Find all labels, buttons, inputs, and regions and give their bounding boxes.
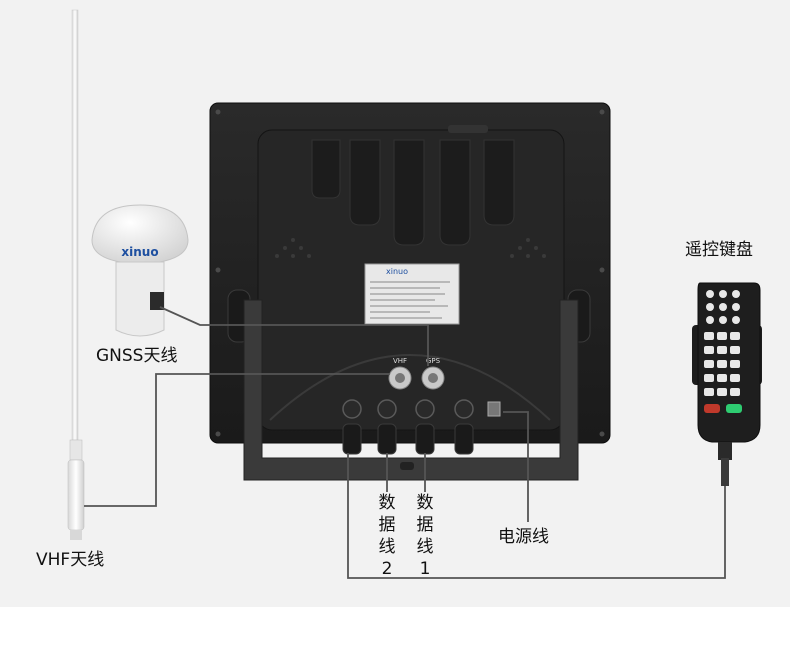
svg-text:VHF: VHF [393, 357, 407, 365]
svg-text:xinuo: xinuo [386, 267, 408, 276]
vhf-antenna [67, 9, 85, 540]
vhf-antenna-label: VHF天线 [36, 550, 105, 570]
power-cable-label: 电源线 [498, 527, 549, 547]
remote-keyboard [692, 282, 762, 486]
gps-port [421, 366, 445, 390]
cable-lines [84, 306, 726, 579]
svg-text:GPS: GPS [426, 357, 441, 365]
product-connection-diagram: xinuo xinuo [0, 0, 790, 607]
gnss-antenna: xinuo [91, 204, 189, 337]
connection-illustration: xinuo xinuo [67, 9, 762, 579]
data-cable-1-label: 数 据 线 1 [416, 493, 434, 579]
svg-text:xinuo: xinuo [121, 245, 158, 259]
device-back-panel: xinuo VH [209, 102, 611, 481]
data-cable-2-label: 数 据 线 2 [378, 493, 396, 579]
gnss-antenna-label: GNSS天线 [96, 346, 178, 366]
remote-keyboard-label: 遥控键盘 [685, 240, 753, 260]
vhf-port [388, 366, 412, 390]
